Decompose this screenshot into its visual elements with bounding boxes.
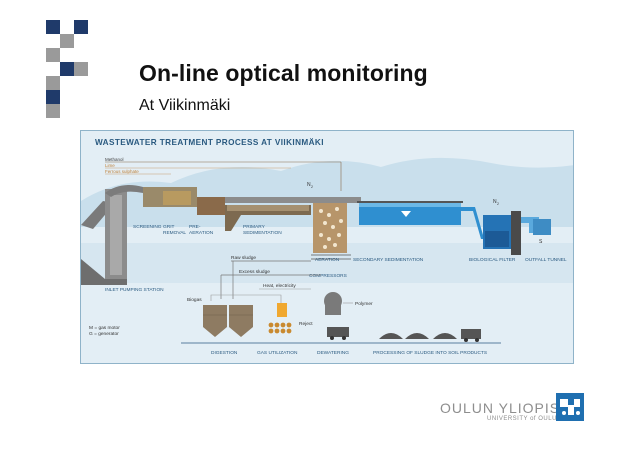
soil-truck (461, 329, 481, 339)
sludge-label-polymer: Polymer (355, 301, 373, 307)
stage-label-secondary: SECONDARY SEDIMENTATION (353, 257, 424, 263)
deco-square (60, 34, 74, 48)
sludge-label-raw: Raw sludge (231, 255, 256, 261)
secondary-frame (357, 201, 463, 203)
process-walkway (225, 197, 361, 203)
chemical-label: Ferrous sulphate (105, 169, 139, 174)
outfall-s-label: S (539, 239, 543, 245)
dewatering-truck (327, 327, 349, 337)
bottom-label-gas: GAS UTILIZATION (257, 350, 298, 356)
stage-label-grit: REMOVAL (163, 230, 186, 236)
deco-square (74, 62, 88, 76)
process-diagram: WASTEWATER TREATMENT PROCESS AT VIIKINMÄ… (80, 130, 574, 364)
stage-label-primary: PRIMARY (243, 224, 266, 230)
legend-item: G = generator (89, 331, 119, 337)
secondary-surface (359, 203, 461, 207)
n2-label: N (493, 199, 497, 205)
diagram-heading: WASTEWATER TREATMENT PROCESS AT VIIKINMÄ… (95, 137, 324, 147)
stage-label-aeration: AERATION (315, 257, 340, 263)
digester-tank (229, 305, 253, 337)
stage-label-inlet: INLET PUMPING STATION (105, 287, 164, 293)
stage-label-screening: SCREENING (133, 224, 162, 230)
sludge-label-excess: Excess sludge (239, 269, 270, 275)
n2-subscript: 2 (311, 185, 313, 189)
primary-sedimentation-tank (225, 205, 311, 231)
university-logo-subtext: UNIVERSITY of OULU (487, 416, 557, 422)
n2-subscript: 2 (497, 202, 499, 206)
outfall-tunnel (533, 219, 551, 235)
truck-wheel (464, 338, 468, 342)
stage-label-compressors: COMPRESSORS (309, 273, 347, 279)
biogas-line (210, 294, 282, 309)
stage-label-bio-filter: BIOLOGICAL FILTER (469, 257, 516, 263)
n2-label: N (307, 182, 311, 188)
deco-square (46, 20, 60, 34)
deco-square (46, 104, 60, 118)
gas-utilization-tank (277, 303, 287, 317)
bottom-label-processing: PROCESSING OF SLUDGE INTO SOIL PRODUCTS (373, 350, 487, 356)
polymer-tank-base (325, 301, 341, 315)
deco-square (74, 20, 88, 34)
aeration-bubbles (319, 207, 343, 249)
biological-filter-media (485, 231, 509, 247)
filter-frame (511, 211, 521, 255)
inlet-top-arc (105, 185, 143, 197)
truck-wheel (342, 336, 346, 340)
inlet-base (81, 259, 127, 285)
secondary-funnel (401, 211, 411, 217)
truck-wheel (330, 336, 334, 340)
sludge-label-heat: Heat, electricity (263, 283, 296, 289)
page-title: On-line optical monitoring (139, 60, 428, 86)
deco-square (60, 62, 74, 76)
inlet-tower-inner (110, 195, 122, 275)
sludge-label-reject: Reject (299, 321, 313, 327)
soil-pile (433, 333, 457, 339)
aeration-tank (313, 201, 347, 253)
chemical-label: Lime (105, 163, 115, 168)
legend-item: M = gas motor (89, 325, 120, 331)
bottom-label-digestion: DIGESTION (211, 350, 238, 356)
primary-water (227, 205, 309, 211)
university-logo-icon (556, 393, 584, 421)
soil-pile (405, 333, 429, 339)
truck-wheel (475, 338, 479, 342)
stage-label-outfall: OUTFALL TUNNEL (525, 257, 567, 263)
soil-pile (379, 333, 403, 339)
stage-label-grit: GRIT (163, 224, 175, 230)
stage-label-pre: AERATION (189, 230, 214, 236)
chemical-label: Methanol (105, 157, 124, 162)
grit-tank-inner (163, 191, 191, 205)
deco-square (46, 48, 60, 62)
stage-label-pre: PRE- (189, 224, 201, 230)
stage-label-primary: SEDIMENTATION (243, 230, 282, 236)
bottom-label-dewatering: DEWATERING (317, 350, 349, 356)
sludge-label-biogas: Biogas (187, 297, 202, 303)
effluent-pipe (461, 207, 493, 239)
deco-square (46, 90, 60, 104)
secondary-sedimentation-tank (359, 203, 461, 225)
university-logo-text: OULUN YLIOPISTO (440, 400, 582, 416)
gas-motors (268, 322, 292, 334)
pre-aeration-tank (197, 197, 225, 215)
process-diagram-svg: WASTEWATER TREATMENT PROCESS AT VIIKINMÄ… (81, 137, 573, 363)
digester-tank (203, 305, 227, 337)
deco-square (46, 76, 60, 90)
page-subtitle: At Viikinmäki (139, 97, 231, 114)
